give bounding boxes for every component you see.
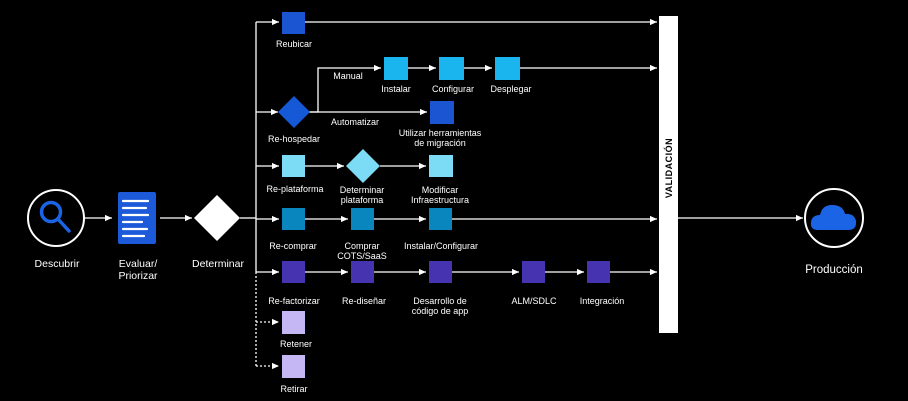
relocate-node <box>282 12 305 34</box>
develop-node <box>429 261 452 283</box>
integration-label: Integración <box>579 296 625 306</box>
migration-tools-node <box>430 101 454 124</box>
cloud-icon <box>810 205 857 230</box>
retain-label: Retener <box>279 339 313 349</box>
automate-label: Automatizar <box>330 117 380 127</box>
modify-infra-node <box>429 155 453 177</box>
replatform-node <box>282 155 305 177</box>
modify-infra-label: Modificar Infraestructura <box>410 185 470 205</box>
document-list-icon <box>121 199 150 238</box>
retain-node <box>282 311 305 334</box>
validation-bar <box>659 16 678 333</box>
production-label: Producción <box>805 264 863 276</box>
retire-node <box>282 355 305 378</box>
configure-label: Configurar <box>431 84 475 94</box>
search-icon <box>39 200 71 233</box>
relocate-label: Reubicar <box>275 39 313 49</box>
integration-node <box>587 261 610 283</box>
evaluate-label: Evaluar/ Priorizar <box>118 258 158 282</box>
develop-label: Desarrollo de código de app <box>411 296 469 316</box>
buy-cots-node <box>351 208 374 230</box>
repurchase-label: Re-comprar <box>269 241 317 251</box>
evaluate-node <box>118 192 156 244</box>
buy-cots-label: Comprar COTS/SaaS <box>337 241 387 261</box>
determine-platform-label: Determinar plataforma <box>339 185 385 205</box>
alm-node <box>522 261 545 283</box>
redesign-label: Re-diseñar <box>341 296 387 306</box>
determine-platform-node <box>346 149 380 183</box>
discover-label: Descubrir <box>34 258 80 270</box>
install-configure-node <box>429 208 452 230</box>
retire-label: Retirar <box>280 384 308 394</box>
install-configure-label: Instalar/Configurar <box>403 241 479 251</box>
configure-node <box>439 57 464 80</box>
deploy-node <box>495 57 520 80</box>
migration-tools-label: Utilizar herramientas de migración <box>398 128 482 148</box>
connectors <box>85 18 803 370</box>
repurchase-node <box>282 208 305 230</box>
rehost-node <box>278 96 310 128</box>
determine-node <box>194 195 240 241</box>
install-node <box>384 57 408 80</box>
determine-label: Determinar <box>192 258 244 270</box>
discover-node <box>27 189 85 247</box>
rehost-label: Re-hospedar <box>267 134 321 144</box>
refactor-label: Re-factorizar <box>268 296 320 306</box>
alm-label: ALM/SDLC <box>511 296 557 306</box>
replatform-label: Re-plataforma <box>266 184 324 194</box>
deploy-label: Desplegar <box>490 84 532 94</box>
install-label: Instalar <box>381 84 411 94</box>
redesign-node <box>351 261 374 283</box>
manual-label: Manual <box>333 71 363 81</box>
validation-label: VALIDACIÓN <box>664 137 674 199</box>
refactor-node <box>282 261 305 283</box>
production-node <box>804 188 864 248</box>
